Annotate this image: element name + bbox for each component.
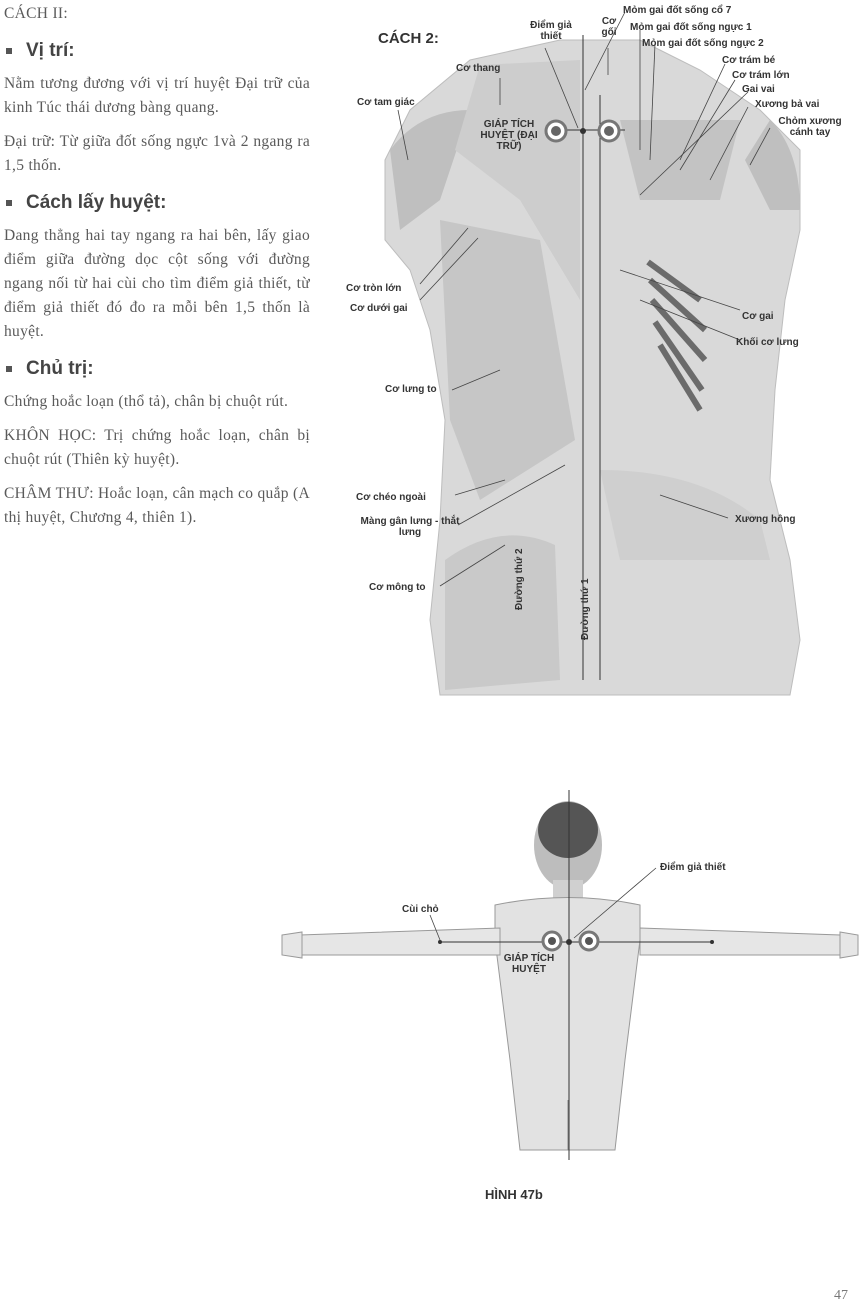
hand-right xyxy=(840,932,858,958)
figure-caption: HÌNH 47b xyxy=(485,1187,543,1202)
page-number: 47 xyxy=(834,1288,848,1304)
label-diem-gia-thiet-bottom: Điểm giả thiết xyxy=(660,862,726,873)
label-giap-tich-huyet-bottom: GIÁP TÍCH HUYỆT xyxy=(488,953,570,975)
hand-left xyxy=(282,932,302,958)
label-cui-cho: Cùi chỏ xyxy=(402,904,439,915)
